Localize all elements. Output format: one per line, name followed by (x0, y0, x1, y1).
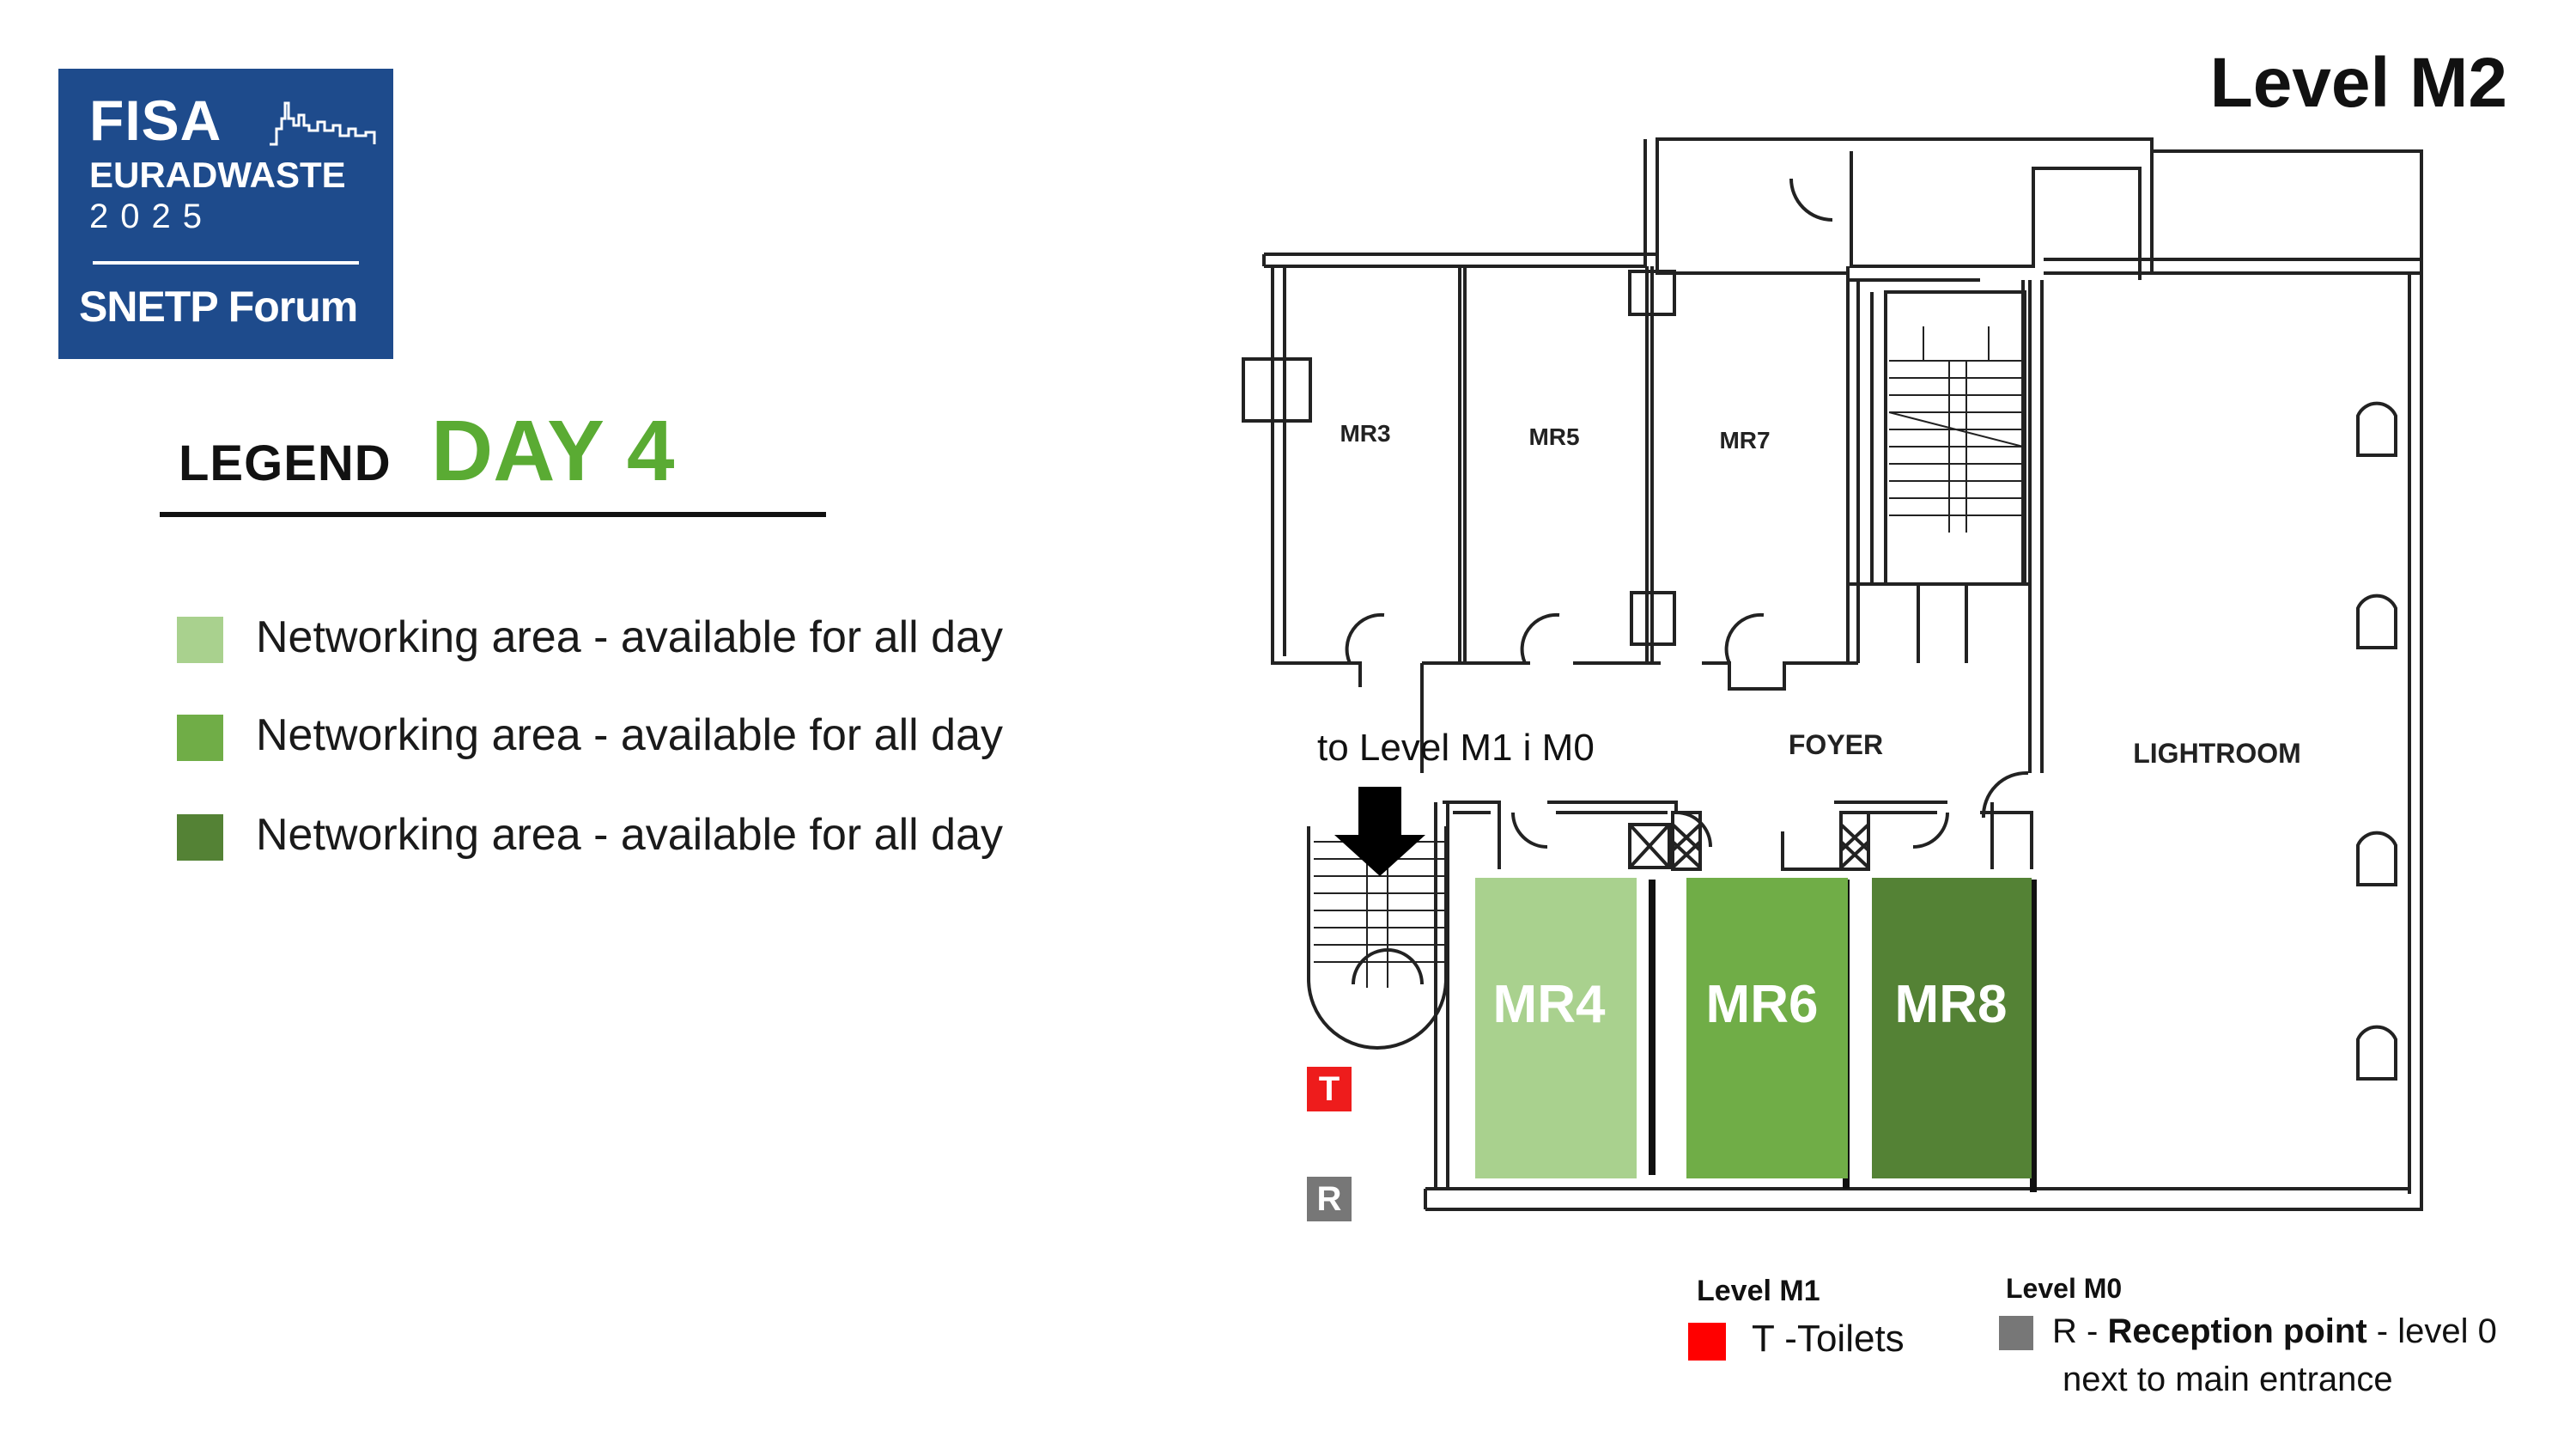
footer-m0-title: Level M0 (2006, 1273, 2123, 1304)
legend-item-label: Networking area - available for all day (256, 710, 1003, 760)
logo-line-year: 2025 (89, 198, 214, 235)
room-label-mr8: MR8 (1895, 975, 2008, 1034)
room-label-mr5: MR5 (1528, 423, 1579, 450)
room-label-lightroom: LIGHTROOM (2133, 738, 2301, 769)
wall-separator (2030, 880, 2037, 1192)
footer-m1-text: T -Toilets (1752, 1318, 1905, 1360)
legend-divider (160, 512, 826, 517)
footer-m1-title: Level M1 (1697, 1275, 1820, 1307)
footer-m0-line2: next to main entrance (2063, 1361, 2393, 1398)
fisa-logo: FISA EURADWASTE 2025 SNETP Forum (58, 69, 393, 359)
room-label-foyer: FOYER (1789, 729, 1883, 760)
room-mr8[interactable] (1872, 878, 2032, 1178)
footer-m0-text: R - Reception point - level 0 (2052, 1312, 2497, 1351)
legend-item-label: Networking area - available for all day (256, 810, 1003, 860)
logo-line-euradwaste: EURADWASTE (89, 155, 346, 195)
legend-swatch-light-green (177, 617, 223, 663)
logo-line-fisa: FISA (89, 88, 222, 152)
legend-title: LEGEND (179, 435, 392, 491)
footer-m0-suffix: - level 0 (2366, 1312, 2497, 1350)
wall-separator (1649, 880, 1656, 1175)
logo-divider (93, 261, 359, 265)
room-label-mr4: MR4 (1493, 975, 1606, 1034)
footer-m0-bold: Reception point (2107, 1312, 2367, 1350)
down-arrow-icon (1334, 787, 1425, 876)
legend-swatch-dark-green (177, 814, 223, 861)
logo-line-snetp: SNETP Forum (79, 283, 358, 331)
legend-item-label: Networking area - available for all day (256, 612, 1003, 662)
room-mr6[interactable] (1686, 878, 1848, 1178)
footer-m0-swatch (1999, 1316, 2033, 1350)
footer-m0-prefix: R - (2052, 1312, 2108, 1350)
level-title: Level M2 (2209, 44, 2507, 122)
skyline-icon (270, 101, 376, 146)
toilet-badge: T (1307, 1067, 1352, 1111)
day-title: DAY 4 (431, 403, 675, 499)
room-label-mr7: MR7 (1719, 427, 1770, 454)
room-label-mr3: MR3 (1340, 420, 1390, 447)
room-mr4[interactable] (1475, 878, 1637, 1178)
stairs-label: to Level M1 i M0 (1317, 727, 1595, 769)
legend-swatch-mid-green (177, 715, 223, 761)
room-label-mr6: MR6 (1706, 975, 1819, 1034)
reception-badge: R (1307, 1177, 1352, 1221)
footer-m1-swatch (1688, 1323, 1726, 1361)
